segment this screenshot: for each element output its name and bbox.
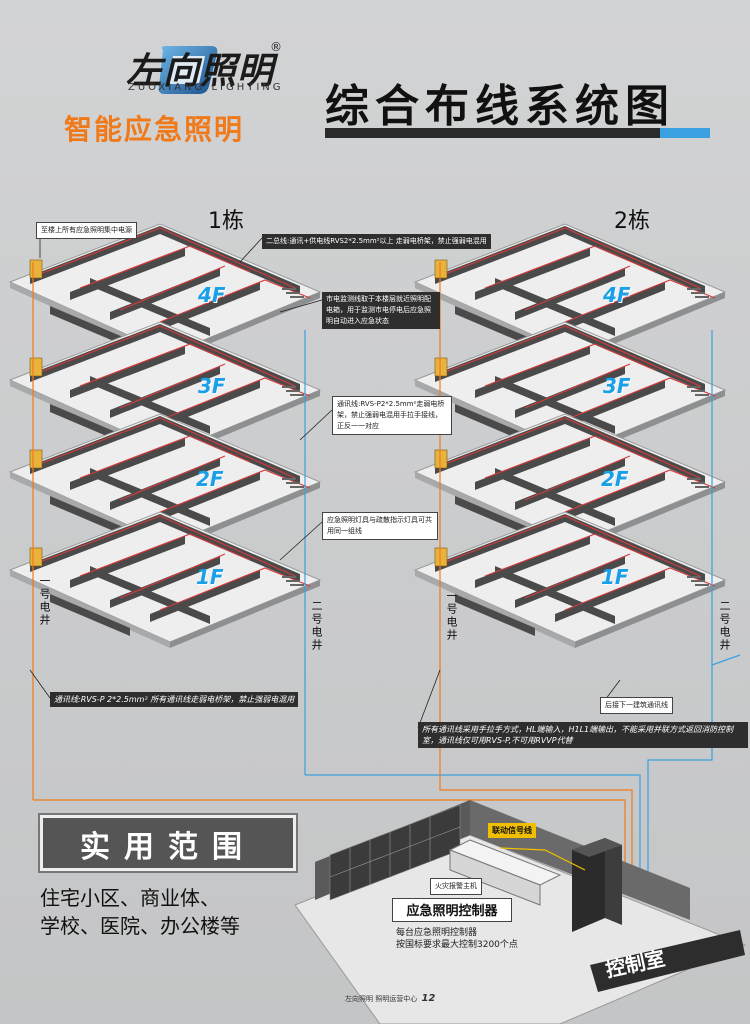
controller-desc-line-2: 按国标要求最大控制3200个点 — [396, 940, 518, 950]
title-underline-accent — [660, 128, 710, 138]
b1-floor-label-1: 1F — [196, 565, 224, 589]
b2-floor-label-2: 2F — [601, 467, 629, 491]
b2-shaft-1-label: 一号电井 — [445, 590, 458, 642]
b1-shaft-2-label: 二号电井 — [310, 600, 323, 652]
brand-logo-icon — [158, 46, 218, 94]
brand-name-en: ZUOXIANG LIGHTING — [128, 82, 284, 93]
note-next-building: 后接下一建筑通讯线 — [600, 697, 673, 714]
fire-alarm-host-label: 火灾报警主机 — [430, 878, 482, 895]
b2-floor-label-3: 3F — [603, 374, 631, 398]
controller-desc-line-1: 每台应急照明控制器 — [396, 928, 478, 938]
b1-shaft-1-label: 一号电井 — [38, 575, 51, 627]
slogan: 智能应急照明 — [64, 113, 245, 146]
note-comm-bottom: 通讯线:RVS-P 2*2.5mm² 所有通讯线走弱电桥架，禁止强弱电混用 — [50, 692, 299, 707]
b1-floor-label-4: 4F — [198, 283, 226, 307]
b1-floor-label-3: 3F — [198, 374, 226, 398]
registered-mark: ® — [270, 40, 282, 54]
footer-text: 左向照明 照明运营中心 — [345, 995, 418, 1003]
note-two-core: 二总线:通讯+供电线RVS2*2.5mm²以上 走弱电桥架，禁止强弱电混用 — [262, 234, 491, 249]
scope-line-2: 学校、医院、办公楼等 — [40, 914, 240, 938]
b2-floor-label-1: 1F — [601, 565, 629, 589]
controller-description: 每台应急照明控制器 按国标要求最大控制3200个点 — [396, 927, 518, 951]
note-power-monitor: 市电监测线取于本楼层就近照明配电箱，用于监测市电停电后应急照明自动进入应急状态 — [322, 292, 440, 329]
page-number: 12 — [421, 993, 436, 1004]
building-1-label: 1栋 — [208, 209, 244, 234]
note-comm-rvs: 通讯线:RVS-P2*2.5mm²走弱电桥架，禁止强弱电混用手拉手接线，正反一一… — [332, 396, 452, 435]
control-room-illustration — [294, 800, 747, 1024]
scope-title: 实用范围 — [80, 830, 256, 865]
b1-floor-label-2: 2F — [196, 467, 224, 491]
page-title: 综合布线系统图 — [325, 81, 675, 132]
b1-floor-1 — [9, 511, 321, 649]
title-underline — [325, 128, 710, 138]
b2-floor-1 — [414, 511, 726, 649]
controller-title-box — [392, 898, 512, 922]
brand-name: 左向照明 — [126, 51, 275, 92]
controller-title: 应急照明控制器 — [406, 904, 498, 919]
b2-shaft-2-label: 二号电井 — [718, 600, 731, 652]
note-handshake: 所有通讯线采用手拉手方式，HL端输入，H1L1端输出，不能采用并联方式返回消防控… — [418, 722, 748, 748]
scope-title-box — [40, 815, 296, 871]
note-shared-line: 应急照明灯具与疏散指示灯具可共用同一组线 — [322, 512, 438, 540]
scope-line-1: 住宅小区、商业体、 — [40, 886, 220, 910]
note-top-left: 至楼上所有应急照明集中电源 — [36, 222, 137, 239]
linkage-signal-label: 联动信号线 — [488, 823, 536, 838]
footer: 左向照明 照明运营中心 12 — [345, 993, 435, 1004]
b2-floor-label-4: 4F — [603, 283, 631, 307]
building-2-label: 2栋 — [614, 209, 650, 234]
